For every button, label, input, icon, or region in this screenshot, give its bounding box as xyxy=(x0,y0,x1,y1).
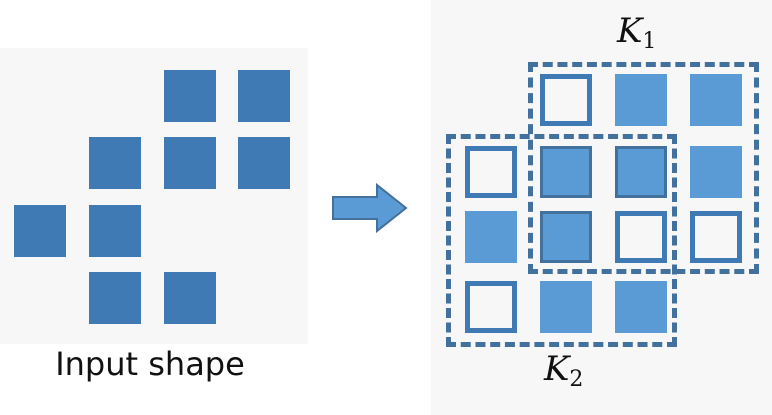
input-shape-caption: Input shape xyxy=(55,345,245,383)
kernel-cell-active xyxy=(465,211,517,263)
kernel-cell-active xyxy=(540,146,592,198)
input-cell xyxy=(164,272,216,324)
kernel-cell-empty xyxy=(465,146,517,198)
kernel-cell-empty xyxy=(465,281,517,333)
input-cell xyxy=(164,137,216,189)
kernel-cell-empty xyxy=(690,211,742,263)
kernel-cell-active xyxy=(690,146,742,198)
kernel-cell-active xyxy=(615,281,667,333)
input-cell xyxy=(14,205,66,257)
right-arrow-icon xyxy=(332,182,408,234)
kernel-2-frame xyxy=(446,134,677,347)
kernel-2-label: K2 xyxy=(544,349,584,392)
input-cell xyxy=(89,137,141,189)
input-cell xyxy=(89,272,141,324)
input-cell xyxy=(89,205,141,257)
kernel-cell-active xyxy=(540,281,592,333)
input-cell xyxy=(238,137,290,189)
kernel-cell-active xyxy=(690,74,742,126)
kernel-cell-active xyxy=(615,74,667,126)
input-cell xyxy=(238,70,290,122)
kernel-cell-empty xyxy=(540,74,592,126)
kernel-1-frame xyxy=(528,62,759,274)
kernel-cell-empty xyxy=(615,211,667,263)
kernel-cell-active xyxy=(540,211,592,263)
kernel-cell-active xyxy=(615,146,667,198)
input-cell xyxy=(164,70,216,122)
kernel-1-label: K1 xyxy=(617,11,657,54)
